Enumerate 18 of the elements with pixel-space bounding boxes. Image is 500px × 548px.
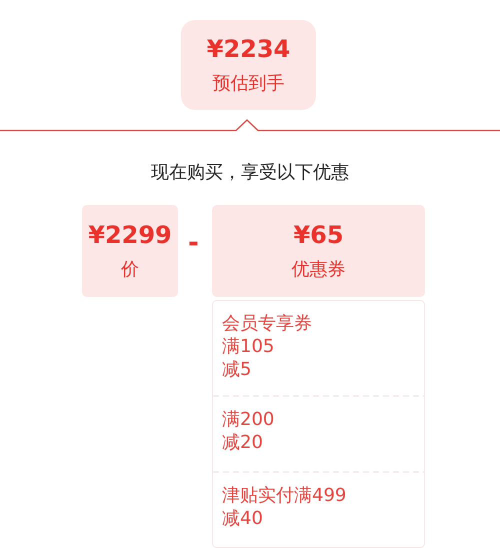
coupon-title: 满200 <box>222 408 276 431</box>
price-caption: 预估到手 <box>212 72 284 95</box>
price-caption: 价 <box>121 258 139 281</box>
coupon-title: 津贴实付满499 <box>222 484 348 507</box>
price-amount: ¥2234 <box>206 35 290 63</box>
coupon-condition: 减40 <box>222 507 264 530</box>
price-amount: ¥65 <box>293 221 344 249</box>
coupon-condition: 减20 <box>222 431 264 454</box>
price-caption: 优惠券 <box>292 258 346 281</box>
list-price-card <box>82 205 178 297</box>
minus-sign: - <box>188 228 199 258</box>
section-heading: 现在购买，享受以下优惠 <box>151 161 349 184</box>
coupon-title: 会员专享券 <box>222 312 313 335</box>
price-amount: ¥2299 <box>88 221 172 249</box>
estimated-price-card <box>181 20 316 110</box>
coupon-condition: 减5 <box>222 358 252 381</box>
coupon-condition: 满105 <box>222 335 276 358</box>
coupon-total-card <box>212 205 425 297</box>
